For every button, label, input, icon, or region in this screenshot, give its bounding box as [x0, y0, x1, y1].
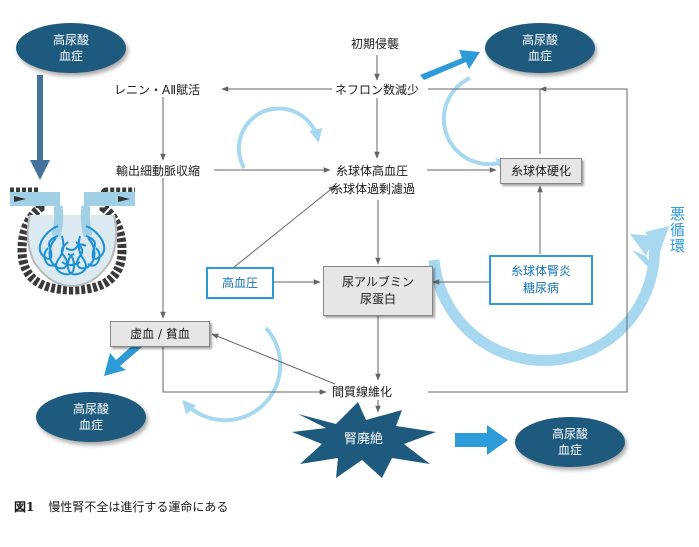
albuminuria-label-line1: 尿アルブミン: [342, 275, 414, 289]
nephritis-label: 糸球体腎炎: [510, 264, 571, 278]
interstitial-fibrosis-label: 間質線維化: [332, 385, 393, 399]
nephritis-diabetes-box: 糸球体腎炎 糖尿病: [489, 255, 593, 305]
glomerular-hyperfiltration-label: 糸球体過剰濾過: [331, 182, 416, 196]
oval-line1: 高尿酸: [521, 33, 558, 47]
ischemia-anemia-box: 虚血 / 貧血: [110, 321, 210, 347]
renal-failure-label: 腎廃絶: [344, 432, 384, 447]
vicious-cycle-label: 悪循環: [668, 206, 686, 254]
efferent-constriction-label: 輸出細動脈収縮: [116, 164, 201, 178]
figure-caption: 図1 慢性腎不全は進行する運命にある: [14, 498, 228, 515]
albuminuria-box: 尿アルブミン 尿蛋白: [323, 266, 433, 316]
oval-line2: 血症: [527, 49, 552, 63]
oval-line2: 血症: [557, 443, 582, 457]
renin-activation-label: レニン・AⅡ賦活: [114, 83, 201, 97]
vicious-cycle-ring: [428, 226, 669, 366]
hypertension-box: 高血圧: [206, 267, 274, 299]
cycle-arrow-nephron: [441, 76, 511, 171]
ischemia-anemia-label: 虚血 / 貧血: [130, 326, 190, 341]
oval-line2: 血症: [78, 418, 103, 432]
oval-line1: 高尿酸: [551, 427, 588, 441]
hyperuricemia-oval-bottom-left: 高尿酸 血症: [36, 392, 146, 442]
hyperuricemia-oval-top-right: 高尿酸 血症: [485, 23, 595, 73]
diabetes-label: 糖尿病: [522, 281, 559, 295]
albuminuria-label-line2: 尿蛋白: [359, 292, 396, 306]
figure-number: 図1: [14, 500, 35, 514]
cycle-arrow-ischemia: [182, 326, 283, 423]
initial-injury-label: 初期侵襲: [351, 37, 400, 51]
glomerulus-illustration: [10, 187, 135, 295]
renal-failure-starburst: [292, 402, 436, 478]
flow-arrows: [160, 55, 628, 413]
glomerular-hypertension-label: 糸球体高血圧: [336, 164, 409, 178]
hypertension-label: 高血圧: [221, 275, 258, 290]
oval-line1: 高尿酸: [72, 402, 109, 416]
oval-line1: 高尿酸: [52, 33, 89, 47]
oval-line2: 血症: [58, 49, 83, 63]
figure-caption-text: 慢性腎不全は進行する運命にある: [48, 500, 229, 514]
glomerulosclerosis-box: 糸球体硬化: [500, 158, 582, 184]
hyperuricemia-oval-bottom-right: 高尿酸 血症: [515, 417, 625, 467]
hyperuricemia-oval-top-left: 高尿酸 血症: [16, 23, 126, 73]
glomerulosclerosis-label: 糸球体硬化: [510, 163, 571, 178]
cycle-arrow-renin: [236, 106, 323, 169]
nephron-decrease-label: ネフロン数減少: [335, 83, 420, 97]
